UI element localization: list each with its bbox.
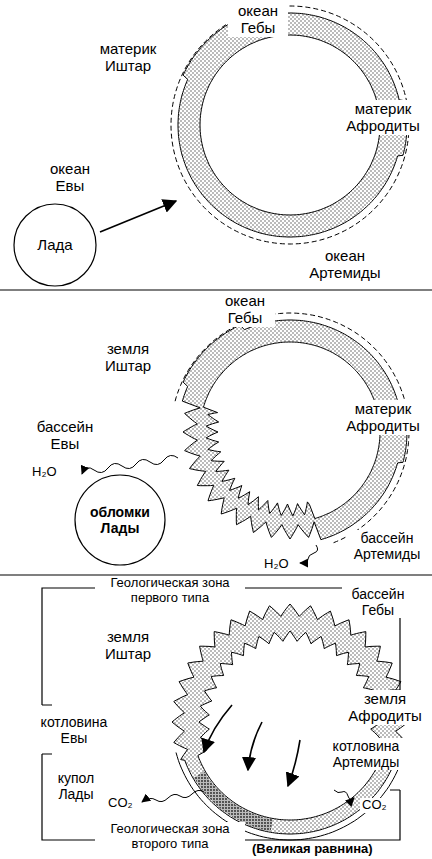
gas-squiggle <box>334 790 354 800</box>
node-text-box: Лада <box>22 236 88 253</box>
body-circle: обломки Лады <box>74 474 166 566</box>
panel-separator <box>0 289 432 290</box>
gas-squiggle <box>142 790 204 802</box>
label-slot: материк Иштар <box>88 40 168 75</box>
flow-arrow <box>248 722 262 770</box>
region-label: земля Иштар <box>88 628 168 663</box>
region-label: CO₂ <box>106 796 135 811</box>
body-circle: Лада <box>13 203 97 287</box>
region-label: H₂O <box>262 557 291 572</box>
region-label: Геологическая зона второго типа <box>95 822 245 852</box>
node-text-box: обломки Лады <box>84 504 156 536</box>
label-slot: H₂O <box>30 462 59 480</box>
region-label: бассейн Гебы <box>342 586 414 618</box>
label-slot: земля Иштар <box>88 340 168 375</box>
label-slot: океан Гебы <box>228 2 288 37</box>
label-slot: материк Афродиты <box>340 400 426 435</box>
node-label: Лада <box>22 236 88 253</box>
label-slot: (Великая равнина) <box>250 839 375 857</box>
region-label: котловина Артемиды <box>318 738 414 770</box>
node-label: обломки Лады <box>84 504 156 536</box>
impact-arrow <box>100 201 176 232</box>
region-label: CO₂ <box>360 798 389 813</box>
region-label: бассейн Евы <box>30 418 100 453</box>
label-slot: земля Афродиты <box>345 690 425 725</box>
label-slot: океан Евы <box>40 160 100 195</box>
label-slot: океан Артемиды <box>300 247 390 282</box>
region-label: океан Евы <box>40 160 100 195</box>
flow-arrow <box>288 740 300 786</box>
label-slot: CO₂ <box>360 795 389 813</box>
label-slot: бассейн Гебы <box>342 586 414 619</box>
label-slot: Геологическая зона второго типа <box>95 822 245 852</box>
region-label: материк Афродиты <box>340 400 426 435</box>
region-label: материк Афродиты <box>340 100 426 135</box>
region-label: земля Иштар <box>88 340 168 375</box>
label-slot: CO₂ <box>106 793 135 811</box>
region-label: купол Лады <box>48 770 104 802</box>
region-label: H₂O <box>30 465 59 480</box>
region-label: земля Афродиты <box>345 690 425 725</box>
region-label: бассейн Артемиды <box>346 530 428 562</box>
water-squiggle <box>300 545 318 563</box>
region-label: (Великая равнина) <box>250 842 375 857</box>
flow-arrow <box>204 705 232 752</box>
region-label: Геологическая зона первого типа <box>95 576 245 606</box>
label-slot: земля Иштар <box>88 628 168 663</box>
label-slot: материк Афродиты <box>340 100 426 135</box>
label-slot: котловина Евы <box>30 714 118 747</box>
water-squiggle <box>82 455 178 474</box>
label-slot: океан Гебы <box>215 292 275 327</box>
label-slot: бассейн Евы <box>30 418 100 453</box>
region-label: океан Гебы <box>215 292 275 327</box>
region-label: котловина Евы <box>30 714 118 746</box>
region-label: океан Гебы <box>228 2 288 37</box>
label-slot: Геологическая зона первого типа <box>95 576 245 606</box>
label-slot: бассейн Артемиды <box>346 530 428 563</box>
label-slot: котловина Артемиды <box>318 738 414 771</box>
region-label: океан Артемиды <box>300 247 390 282</box>
label-slot: купол Лады <box>48 770 104 803</box>
region-label: материк Иштар <box>88 40 168 75</box>
label-slot: H₂O <box>262 554 291 572</box>
